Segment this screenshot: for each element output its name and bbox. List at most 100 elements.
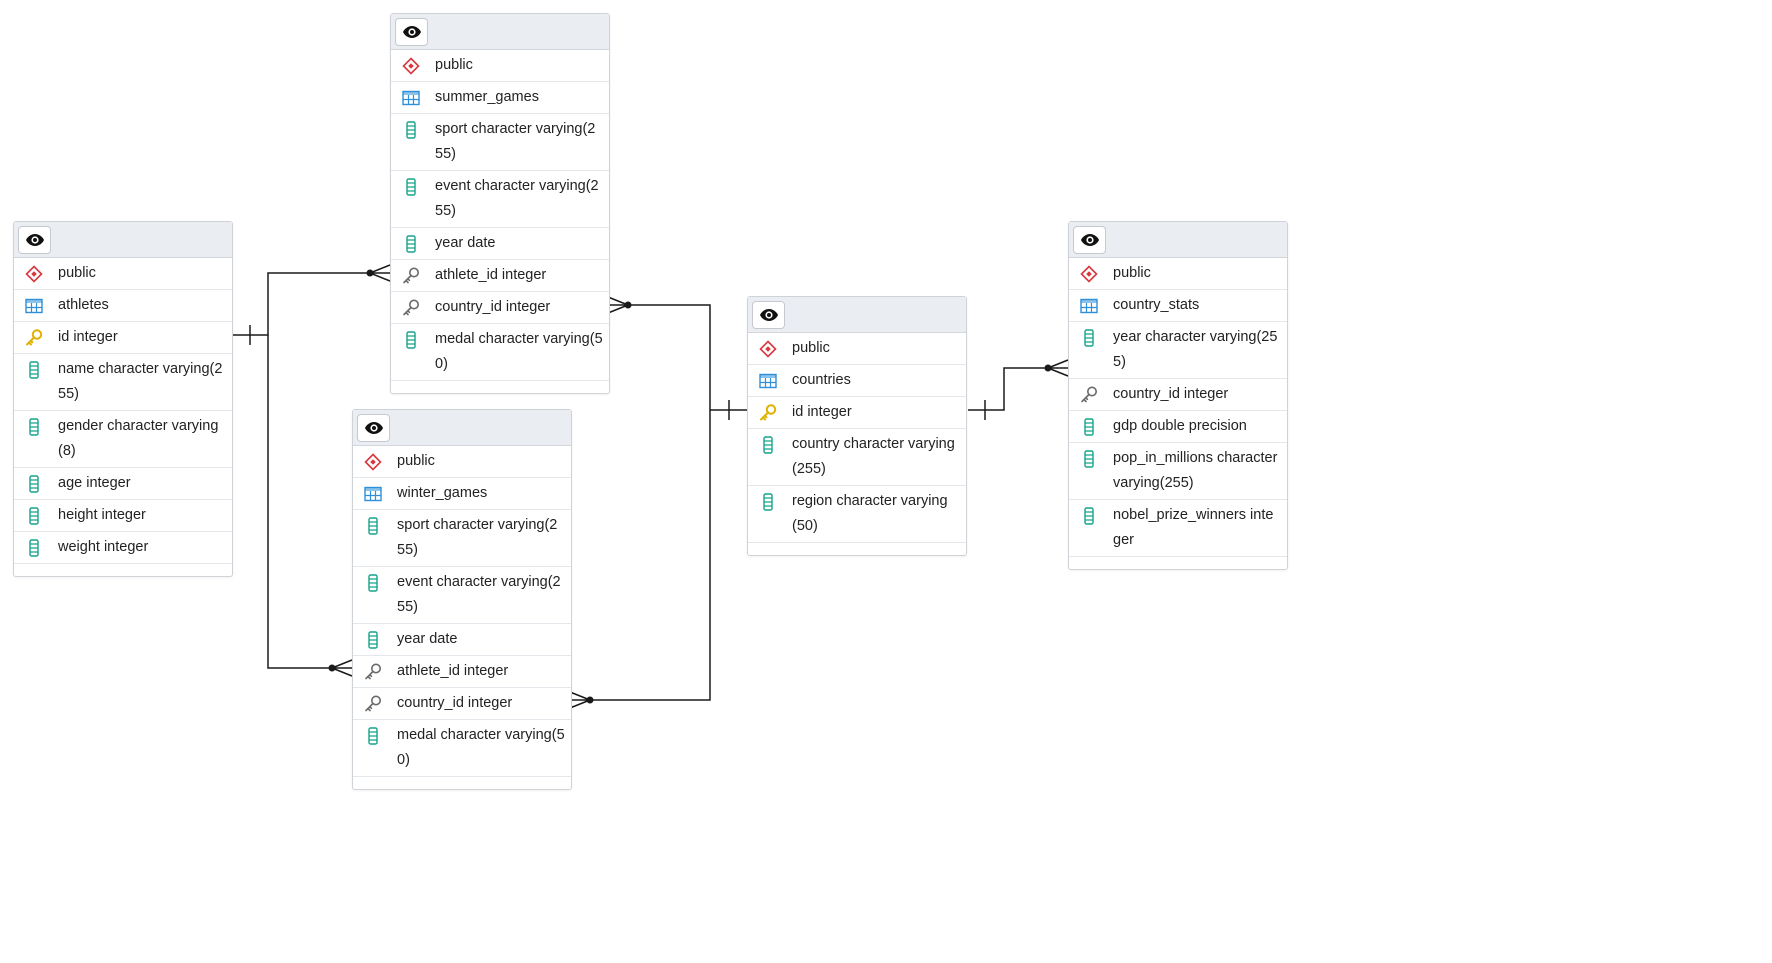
column-row-region-label: region character varying(50) <box>792 493 948 534</box>
column-row-sport-label: sport character varying(255) <box>435 121 596 162</box>
eye-icon <box>364 421 384 435</box>
table-footer <box>391 381 609 393</box>
primary-key-icon <box>24 325 44 350</box>
column-row-weight-label: weight integer <box>58 539 149 555</box>
relationship-athletes-summer-games <box>232 264 391 336</box>
schema-icon <box>758 336 778 361</box>
column-icon <box>758 489 778 514</box>
column-row-id[interactable]: id integer <box>14 322 232 354</box>
column-row-country[interactable]: country character varying(255) <box>748 429 966 486</box>
table-icon <box>1079 293 1099 318</box>
foreign-key-icon <box>363 659 383 684</box>
column-row-athlete-id-label: athlete_id integer <box>397 663 509 679</box>
table-icon <box>363 481 383 506</box>
table-header <box>1069 222 1287 258</box>
column-row-name[interactable]: name character varying(255) <box>14 354 232 411</box>
relationship-countries-winter-games <box>569 410 711 709</box>
view-data-button[interactable] <box>395 17 428 46</box>
schema-row-label: public <box>1113 265 1151 281</box>
schema-row-label: public <box>435 57 473 73</box>
column-row-sport[interactable]: sport character varying(255) <box>353 510 571 567</box>
relationship-countries-country-stats <box>968 359 1069 411</box>
schema-row: public <box>1069 258 1287 290</box>
table-icon <box>758 368 778 393</box>
column-icon <box>363 723 383 748</box>
table-name-row-label: summer_games <box>435 89 539 105</box>
column-row-medal[interactable]: medal character varying(50) <box>391 324 609 381</box>
eye-icon <box>1080 233 1100 247</box>
column-row-gdp[interactable]: gdp double precision <box>1069 411 1287 443</box>
column-row-country-id[interactable]: country_id integer <box>353 688 571 720</box>
table-header <box>748 297 966 333</box>
column-icon <box>24 357 44 382</box>
column-row-event[interactable]: event character varying(255) <box>391 171 609 228</box>
view-data-button[interactable] <box>1073 225 1106 254</box>
column-row-event-label: event character varying(255) <box>435 178 599 219</box>
column-row-year-label: year character varying(255) <box>1113 329 1278 370</box>
column-row-country-id-label: country_id integer <box>397 695 513 711</box>
schema-row: public <box>748 333 966 365</box>
schema-row-label: public <box>58 265 96 281</box>
column-row-id-label: id integer <box>792 404 852 420</box>
view-data-button[interactable] <box>357 413 390 442</box>
column-row-gender[interactable]: gender character varying(8) <box>14 411 232 468</box>
eye-icon <box>25 233 45 247</box>
column-icon <box>24 503 44 528</box>
table-name-row-label: countries <box>792 372 851 388</box>
column-icon <box>363 627 383 652</box>
relationship-countries-summer-games <box>607 296 747 411</box>
column-icon <box>1079 503 1099 528</box>
column-row-weight[interactable]: weight integer <box>14 532 232 564</box>
column-row-country-id[interactable]: country_id integer <box>1069 379 1287 411</box>
column-row-athlete-id[interactable]: athlete_id integer <box>353 656 571 688</box>
column-row-age-label: age integer <box>58 475 131 491</box>
eye-icon <box>759 308 779 322</box>
schema-row-label: public <box>792 340 830 356</box>
column-icon <box>401 174 421 199</box>
column-row-medal-label: medal character varying(50) <box>397 727 565 768</box>
column-row-nobel-prize-winners-label: nobel_prize_winners integer <box>1113 507 1274 548</box>
table-name-row: summer_games <box>391 82 609 114</box>
column-icon <box>1079 414 1099 439</box>
schema-row: public <box>391 50 609 82</box>
foreign-key-icon <box>401 263 421 288</box>
column-row-event[interactable]: event character varying(255) <box>353 567 571 624</box>
column-row-sport[interactable]: sport character varying(255) <box>391 114 609 171</box>
column-row-year-label: year date <box>435 235 496 251</box>
schema-row: public <box>353 446 571 478</box>
column-row-medal[interactable]: medal character varying(50) <box>353 720 571 777</box>
table-icon <box>24 293 44 318</box>
table-footer <box>353 777 571 789</box>
column-row-athlete-id[interactable]: athlete_id integer <box>391 260 609 292</box>
column-row-medal-label: medal character varying(50) <box>435 331 603 372</box>
table-node-countries[interactable]: public countries id integer country charact… <box>747 296 967 556</box>
column-row-year[interactable]: year character varying(255) <box>1069 322 1287 379</box>
column-row-height[interactable]: height integer <box>14 500 232 532</box>
column-row-pop-in-millions[interactable]: pop_in_millions character varying(255) <box>1069 443 1287 500</box>
column-row-region[interactable]: region character varying(50) <box>748 486 966 543</box>
column-row-year[interactable]: year date <box>391 228 609 260</box>
column-icon <box>401 231 421 256</box>
column-row-nobel-prize-winners[interactable]: nobel_prize_winners integer <box>1069 500 1287 557</box>
view-data-button[interactable] <box>18 225 51 254</box>
column-row-year[interactable]: year date <box>353 624 571 656</box>
table-name-row-label: country_stats <box>1113 297 1200 313</box>
column-icon <box>758 432 778 457</box>
view-data-button[interactable] <box>752 300 785 329</box>
column-row-country-id[interactable]: country_id integer <box>391 292 609 324</box>
column-row-event-label: event character varying(255) <box>397 574 561 615</box>
column-row-athlete-id-label: athlete_id integer <box>435 267 547 283</box>
column-row-year-label: year date <box>397 631 458 647</box>
foreign-key-icon <box>401 295 421 320</box>
column-row-age[interactable]: age integer <box>14 468 232 500</box>
schema-row-label: public <box>397 453 435 469</box>
column-icon <box>401 327 421 352</box>
column-row-id[interactable]: id integer <box>748 397 966 429</box>
foreign-key-icon <box>1079 382 1099 407</box>
table-name-row: winter_games <box>353 478 571 510</box>
schema-icon <box>363 449 383 474</box>
